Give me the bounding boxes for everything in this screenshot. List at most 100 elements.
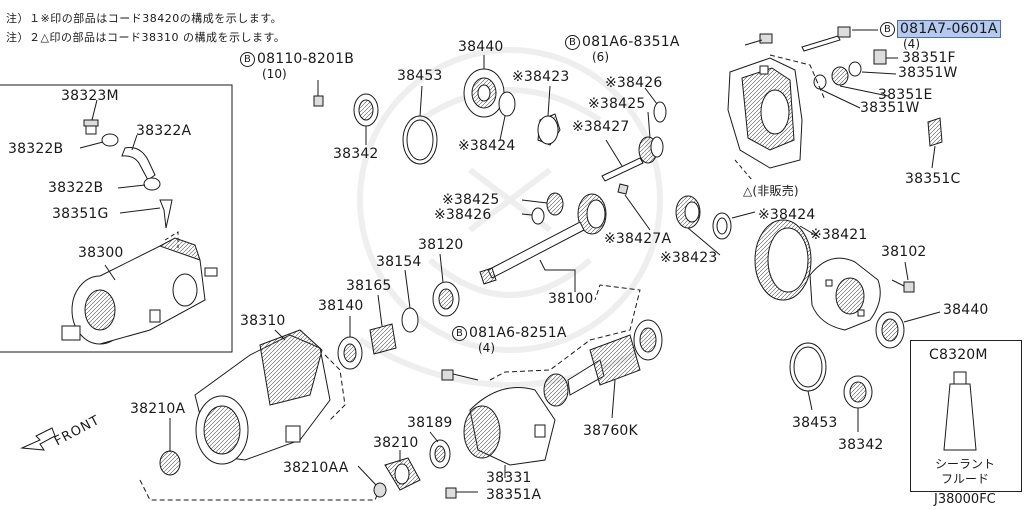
label-38453-top[interactable]: 38453 xyxy=(397,68,443,84)
label-38310[interactable]: 38310 xyxy=(240,313,286,329)
sealant-label-1: シーラント xyxy=(934,457,995,471)
qty-081A6-8351A: (6) xyxy=(592,50,609,64)
part-38426-top-shape xyxy=(653,101,667,123)
label-38426-top[interactable]: ※38426 xyxy=(605,75,663,91)
label-38210A[interactable]: 38210A xyxy=(130,401,186,417)
part-38421-shape xyxy=(754,219,812,301)
label-38300[interactable]: 38300 xyxy=(78,245,124,261)
label-38421[interactable]: ※38421 xyxy=(810,227,868,243)
part-38210A-shape xyxy=(159,450,181,476)
note-line-2: 注）２△印の部品はコード38310 の構成を示します。 xyxy=(6,31,286,44)
part-38423-top-shape xyxy=(537,113,561,146)
label-38427A[interactable]: ※38427A xyxy=(604,231,672,247)
label-38322B-b[interactable]: 38322B xyxy=(48,180,104,196)
part-38322B-a-shape xyxy=(101,133,119,147)
label-38331[interactable]: 38331 xyxy=(486,470,532,486)
label-38189[interactable]: 38189 xyxy=(407,415,453,431)
part-38425-top-shape xyxy=(638,136,664,164)
note-line-1: 注）１※印の部品はコード38420の構成を示します。 xyxy=(6,12,283,25)
label-38140[interactable]: 38140 xyxy=(318,298,364,314)
label-38424-mid[interactable]: ※38424 xyxy=(758,207,816,223)
label-38351E[interactable]: 38351E xyxy=(878,87,933,103)
qty-08110: (10) xyxy=(262,67,287,81)
label-38102[interactable]: 38102 xyxy=(881,244,927,260)
label-38423-top[interactable]: ※38423 xyxy=(512,69,570,85)
b-circle-icon: B xyxy=(452,326,467,341)
part-081A6-8251A-shape xyxy=(441,369,479,381)
label-38322A[interactable]: 38322A xyxy=(136,123,192,139)
qty-081A6-8251A: (4) xyxy=(478,341,495,355)
label-38351F[interactable]: 38351F xyxy=(902,50,956,66)
part-38424-mid-shape xyxy=(712,212,732,240)
label-38426-mid[interactable]: ※38426 xyxy=(434,207,492,223)
part-38351E-shape xyxy=(831,66,849,86)
label-38323M[interactable]: 38323M xyxy=(61,88,119,104)
part-38440-right-shape xyxy=(875,311,905,349)
label-38120[interactable]: 38120 xyxy=(418,237,464,253)
sealant-box xyxy=(910,340,1022,492)
sealant-tube-shape xyxy=(943,371,977,451)
b-circle-icon: B xyxy=(880,22,895,37)
part-side-gear-mid-shape xyxy=(577,193,607,235)
label-38351W-a[interactable]: 38351W xyxy=(898,65,958,81)
label-38322B-a[interactable]: 38322B xyxy=(8,141,64,157)
label-38423-mid[interactable]: ※38423 xyxy=(660,250,718,266)
part-38426-mid-shape xyxy=(531,207,545,225)
part-38425-mid-shape xyxy=(546,192,564,216)
part-38427A-shape xyxy=(617,183,629,195)
part-38165-shape xyxy=(369,323,397,355)
label-38424-top[interactable]: ※38424 xyxy=(458,138,516,154)
part-38440-top-shape xyxy=(463,68,505,118)
b-circle-icon: B xyxy=(240,52,255,67)
part-rear-cover-shape xyxy=(727,57,803,169)
label-38351C[interactable]: 38351C xyxy=(905,171,961,187)
part-38424-top-shape xyxy=(498,91,516,117)
part-38351W-a-shape xyxy=(848,61,862,77)
part-38351C-shape xyxy=(927,117,943,147)
sealant-label-2: フルード xyxy=(940,472,989,486)
part-38154-shape xyxy=(401,307,419,333)
part-38427-shape xyxy=(601,157,644,182)
label-38100[interactable]: 38100 xyxy=(548,291,594,307)
part-38310-shape xyxy=(194,329,331,465)
inset-frame xyxy=(0,84,233,353)
label-38154[interactable]: 38154 xyxy=(376,254,422,270)
label-38440-top[interactable]: 38440 xyxy=(458,39,504,55)
part-38100-shape xyxy=(479,221,585,285)
part-diff-case-shape xyxy=(809,257,881,331)
part-38322A-shape xyxy=(121,147,156,181)
label-38210AA[interactable]: 38210AA xyxy=(283,460,349,476)
label-38440-right[interactable]: 38440 xyxy=(943,302,989,318)
label-C8320M[interactable]: C8320M xyxy=(929,347,988,363)
part-08110-shape xyxy=(313,80,324,107)
label-38453-bottom[interactable]: 38453 xyxy=(792,415,838,431)
label-38210[interactable]: 38210 xyxy=(373,435,419,451)
part-38351W-b-shape xyxy=(813,74,827,90)
label-38351G[interactable]: 38351G xyxy=(52,206,109,222)
part-38189-shape xyxy=(429,439,451,469)
qty-081A7: (4) xyxy=(903,37,920,51)
label-38425-mid[interactable]: ※38425 xyxy=(442,192,500,208)
part-38423-mid-shape xyxy=(675,195,701,229)
label-38425-top[interactable]: ※38425 xyxy=(588,96,646,112)
part-38351G-shape xyxy=(159,199,173,229)
b-circle-icon: B xyxy=(565,35,580,50)
label-38760K[interactable]: 38760K xyxy=(583,423,638,439)
label-38342-bottom[interactable]: 38342 xyxy=(838,437,884,453)
label-38351W-b[interactable]: 38351W xyxy=(860,100,920,116)
part-38210AA-shape xyxy=(373,482,387,498)
label-38351A[interactable]: 38351A xyxy=(486,487,542,503)
part-38210-shape xyxy=(384,457,421,491)
part-38323M-shape xyxy=(83,119,99,135)
label-38342-top[interactable]: 38342 xyxy=(333,146,379,162)
part-38322B-b-shape xyxy=(143,177,161,191)
diagram-code: J38000FC xyxy=(934,492,996,507)
part-38342-bottom-shape xyxy=(843,375,873,409)
label-38165[interactable]: 38165 xyxy=(346,278,392,294)
label-38427-top[interactable]: ※38427 xyxy=(572,119,630,135)
